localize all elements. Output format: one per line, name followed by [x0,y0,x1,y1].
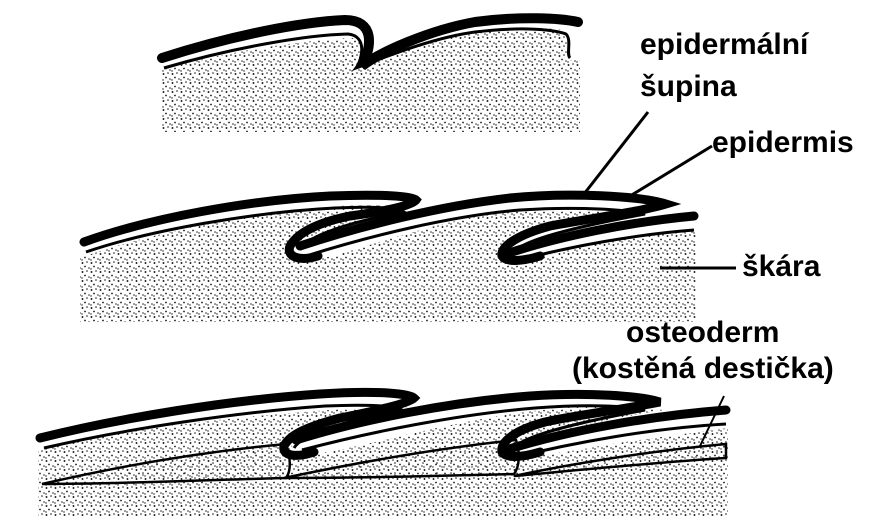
label-osteoderm-line1: osteoderm [626,316,779,350]
label-osteoderm-line2: (kostěná destička) [572,352,834,386]
label-dermis: škára [742,250,820,284]
stage-3-panel [38,392,728,516]
label-epidermis: epidermis [712,126,854,160]
stage-1-panel [162,18,580,132]
label-epidermal-scale-line1: epidermální [640,28,808,62]
stage-2-panel [80,195,696,322]
label-epidermal-scale-line2: šupina [640,70,737,104]
leader-epidermal-scale [584,112,648,194]
leader-epidermis [630,146,712,196]
